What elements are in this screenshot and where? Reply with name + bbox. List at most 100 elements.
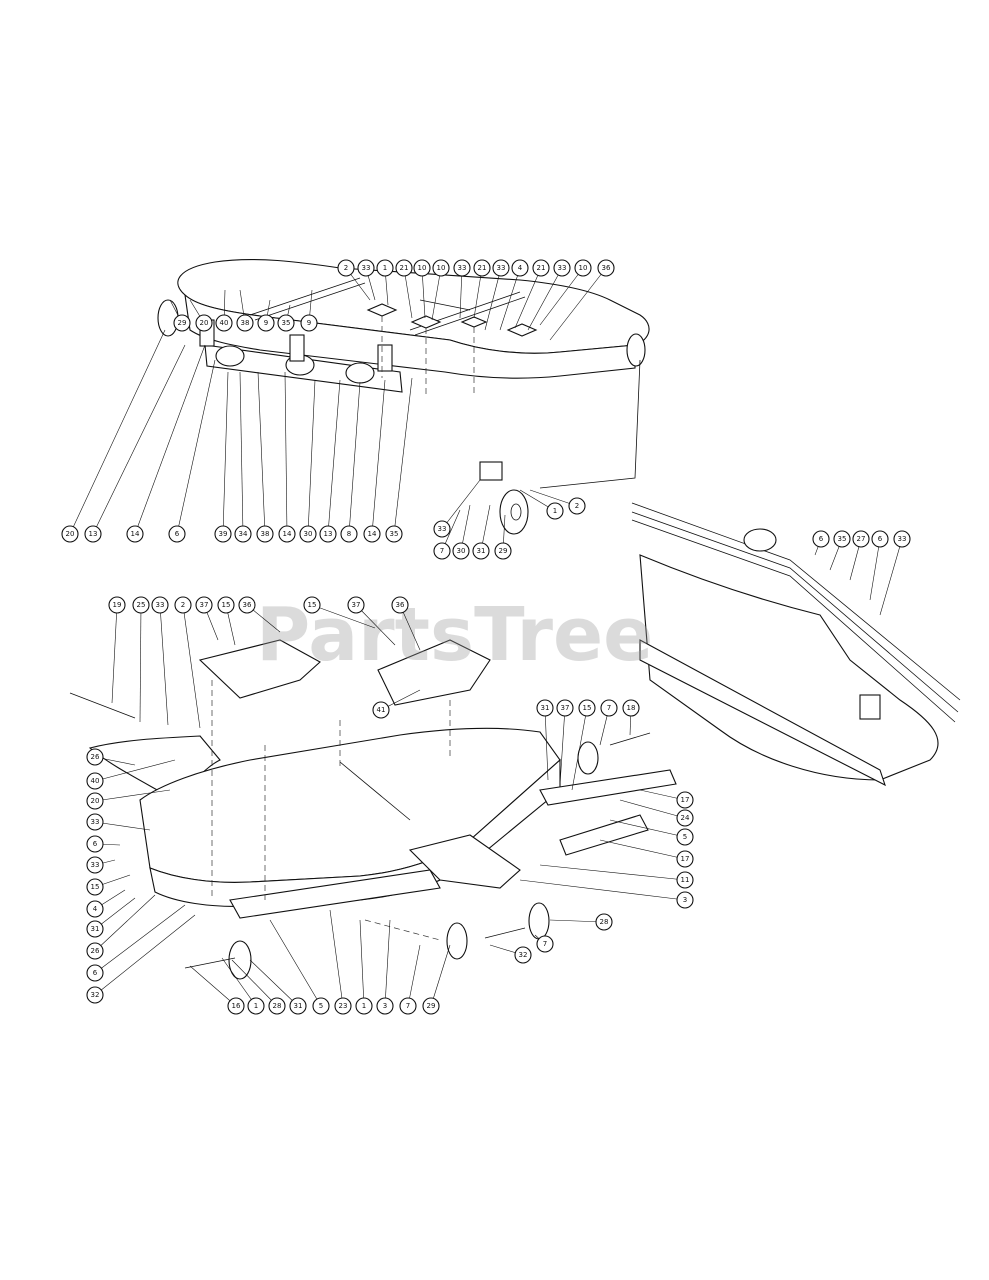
callout-18[interactable]: 18 (622, 699, 640, 736)
callout-19[interactable]: 19 (108, 596, 126, 704)
callout-33[interactable]: 33 (151, 596, 169, 726)
callout-15[interactable]: 15 (217, 596, 236, 646)
callout-35[interactable]: 35 (829, 530, 851, 571)
callout-37[interactable]: 37 (195, 596, 219, 641)
callout-33[interactable]: 33 (86, 856, 116, 874)
callout-1[interactable]: 1 (221, 957, 265, 1015)
callout-13[interactable]: 13 (84, 344, 186, 543)
callout-15[interactable]: 15 (86, 874, 131, 896)
callout-2[interactable]: 2 (337, 259, 371, 301)
callout-11[interactable]: 11 (539, 864, 694, 889)
callout-7[interactable]: 7 (534, 934, 554, 953)
callout-21[interactable]: 21 (473, 259, 491, 319)
callout-10[interactable]: 10 (539, 259, 592, 326)
callout-14[interactable]: 14 (126, 344, 206, 543)
callout-28[interactable]: 28 (231, 959, 286, 1015)
callout-9[interactable]: 9 (300, 289, 318, 332)
callout-6[interactable]: 6 (812, 530, 830, 556)
callout-3[interactable]: 3 (519, 879, 694, 909)
callout-33[interactable]: 33 (484, 259, 510, 331)
callout-26[interactable]: 26 (86, 894, 156, 960)
callout-31[interactable]: 31 (536, 699, 554, 781)
callout-13[interactable]: 13 (319, 379, 341, 543)
callout-21[interactable]: 21 (514, 259, 550, 329)
callout-31[interactable]: 31 (86, 897, 136, 938)
callout-6[interactable]: 6 (86, 835, 121, 853)
callout-28[interactable]: 28 (549, 913, 613, 931)
callout-33[interactable]: 33 (453, 259, 471, 319)
callout-7[interactable]: 7 (433, 509, 461, 560)
callout-23[interactable]: 23 (329, 909, 352, 1015)
callout-7[interactable]: 7 (399, 944, 421, 1015)
callout-33[interactable]: 33 (357, 259, 376, 301)
callout-6[interactable]: 6 (168, 359, 216, 543)
callout-24[interactable]: 24 (619, 799, 694, 827)
callout-21[interactable]: 21 (395, 259, 413, 319)
callout-35[interactable]: 35 (277, 304, 295, 332)
callout-1[interactable]: 1 (519, 489, 564, 520)
callout-5[interactable]: 5 (609, 819, 694, 846)
callout-31[interactable]: 31 (249, 959, 307, 1015)
callout-20[interactable]: 20 (86, 789, 171, 810)
callout-2[interactable]: 2 (174, 596, 201, 729)
callout-34[interactable]: 34 (234, 371, 252, 543)
callout-1[interactable]: 1 (355, 919, 373, 1015)
callout-1[interactable]: 1 (376, 259, 394, 306)
callout-41[interactable]: 41 (372, 689, 421, 719)
callout-33[interactable]: 33 (527, 259, 571, 331)
callout-40[interactable]: 40 (86, 759, 176, 790)
callout-4[interactable]: 4 (499, 259, 529, 331)
callout-37[interactable]: 37 (556, 699, 574, 786)
callout-number: 1 (553, 507, 557, 515)
callout-39[interactable]: 39 (214, 371, 232, 543)
callout-leader-line (514, 267, 542, 329)
callout-bubble (473, 259, 491, 277)
callout-32[interactable]: 32 (86, 914, 196, 1004)
callout-7[interactable]: 7 (599, 699, 618, 746)
callout-14[interactable]: 14 (363, 379, 386, 543)
callout-40[interactable]: 40 (215, 289, 233, 332)
callout-number: 37 (200, 601, 209, 609)
callout-14[interactable]: 14 (278, 371, 296, 543)
callout-27[interactable]: 27 (849, 530, 870, 581)
callout-33[interactable]: 33 (433, 479, 481, 538)
callout-29[interactable]: 29 (422, 944, 451, 1015)
callout-36[interactable]: 36 (549, 259, 615, 341)
callout-10[interactable]: 10 (431, 259, 450, 321)
callout-17[interactable]: 17 (599, 839, 694, 868)
callout-25[interactable]: 25 (132, 596, 150, 723)
callout-29[interactable]: 29 (169, 299, 191, 332)
callout-38[interactable]: 38 (256, 371, 274, 543)
callout-number: 6 (93, 840, 98, 848)
callout-29[interactable]: 29 (494, 514, 512, 560)
callout-38[interactable]: 38 (236, 289, 254, 332)
callout-20[interactable]: 20 (61, 329, 166, 543)
callout-20[interactable]: 20 (189, 299, 213, 332)
callout-15[interactable]: 15 (571, 699, 596, 791)
callout-leader-line (176, 359, 216, 535)
callout-36[interactable]: 36 (238, 596, 281, 633)
callout-17[interactable]: 17 (639, 789, 694, 809)
callout-5[interactable]: 5 (269, 919, 330, 1015)
callout-16[interactable]: 16 (189, 965, 245, 1015)
callout-4[interactable]: 4 (86, 889, 126, 918)
callout-35[interactable]: 35 (385, 377, 413, 543)
callout-15[interactable]: 15 (303, 596, 376, 629)
callout-36[interactable]: 36 (391, 596, 421, 651)
callout-9[interactable]: 9 (257, 299, 275, 332)
callout-10[interactable]: 10 (413, 259, 431, 319)
callout-3[interactable]: 3 (376, 919, 394, 1015)
callout-32[interactable]: 32 (489, 944, 532, 964)
callout-6[interactable]: 6 (86, 904, 186, 982)
callout-bubble (600, 699, 618, 717)
callout-26[interactable]: 26 (86, 748, 136, 766)
callout-30[interactable]: 30 (452, 504, 471, 560)
callout-33[interactable]: 33 (86, 813, 151, 831)
callout-6[interactable]: 6 (869, 530, 889, 601)
callout-37[interactable]: 37 (347, 596, 396, 646)
callout-8[interactable]: 8 (340, 381, 361, 543)
callout-2[interactable]: 2 (529, 489, 586, 515)
callout-30[interactable]: 30 (299, 379, 317, 543)
callout-31[interactable]: 31 (472, 504, 491, 560)
callout-33[interactable]: 33 (879, 530, 911, 616)
